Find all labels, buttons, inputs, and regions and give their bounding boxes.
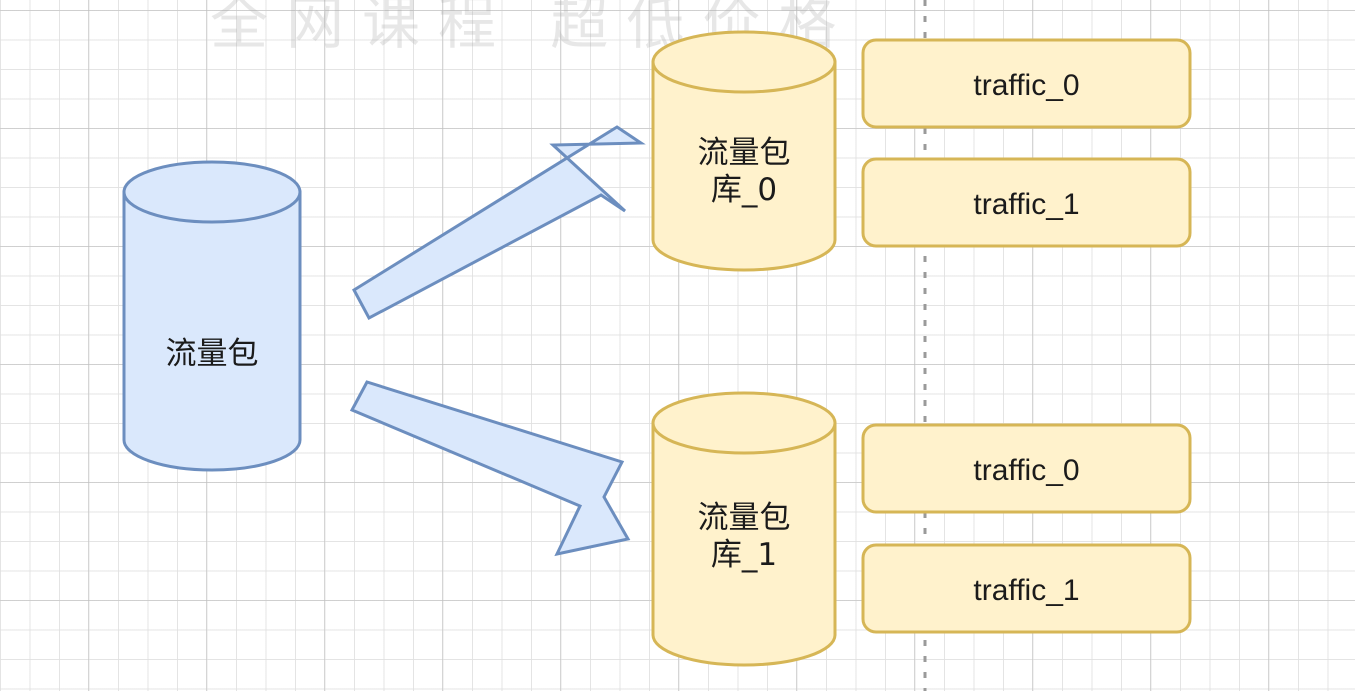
- db-cylinder-0[interactable]: [653, 32, 835, 270]
- table-box-traffic-0-group-0[interactable]: [863, 40, 1190, 127]
- db-cylinder-0-shape[interactable]: [651, 30, 837, 272]
- table-box-1-0-shape[interactable]: [861, 423, 1192, 514]
- table-box-1-1-shape[interactable]: [861, 543, 1192, 634]
- table-box-0-1-shape[interactable]: [861, 157, 1192, 248]
- table-box-traffic-1-group-0[interactable]: [863, 159, 1190, 246]
- table-box-traffic-1-group-1[interactable]: [863, 545, 1190, 632]
- table-box-0-0-shape[interactable]: [861, 38, 1192, 129]
- source-cylinder[interactable]: [124, 162, 300, 470]
- source-cylinder-shape[interactable]: [122, 160, 302, 472]
- db-cylinder-1-shape[interactable]: [651, 391, 837, 667]
- arrow-to-db-0-shape[interactable]: [352, 125, 646, 321]
- db-cylinder-1[interactable]: [653, 393, 835, 665]
- table-box-traffic-0-group-1[interactable]: [863, 425, 1190, 512]
- arrow-to-db-1-shape[interactable]: [349, 380, 631, 557]
